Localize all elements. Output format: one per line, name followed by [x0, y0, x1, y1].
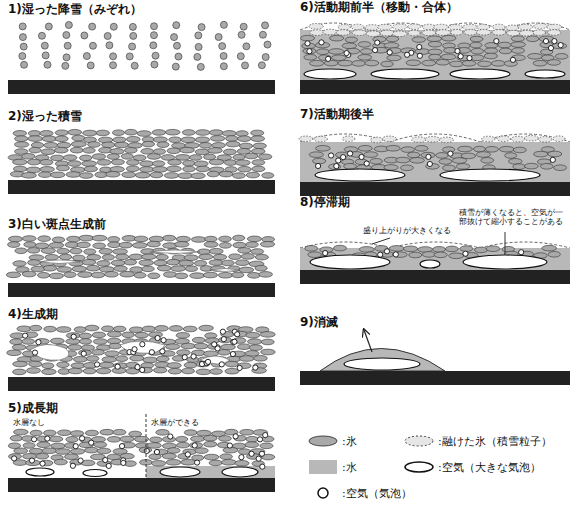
annotation: 積雪が薄くなると、空気が一部抜けて縮小することがある [458, 208, 568, 226]
legend-swatch [306, 484, 340, 502]
white-spot [210, 269, 240, 272]
ice-particles [309, 23, 562, 36]
legend-text: :氷 [342, 434, 357, 449]
large-air-bubble [371, 69, 439, 79]
ice-particles [8, 129, 274, 178]
legend-swatch [306, 458, 340, 476]
ground [300, 182, 570, 196]
ice-particles [301, 35, 568, 66]
air-bubbles [12, 433, 268, 470]
white-spot [150, 250, 200, 254]
legend-swatch [402, 458, 436, 476]
ground [300, 270, 570, 284]
surface-bulge [390, 134, 480, 142]
stage-title: 5)成長期 [8, 402, 58, 416]
ground [8, 283, 275, 297]
legend-item: :空気（大きな気泡） [402, 458, 541, 476]
air-bubbles [23, 329, 258, 372]
large-air-bubble [26, 468, 54, 476]
legend-text: :融けた氷（積雪粒子） [438, 434, 552, 449]
annotation: 水層ができる [150, 418, 200, 427]
ice-particles [6, 235, 274, 278]
leader-line [505, 232, 506, 254]
legend-item: :空気（気泡） [306, 484, 412, 502]
ice-particles [309, 145, 566, 170]
surface-bulge [300, 23, 368, 30]
stage-title: 1)湿った降雪（みぞれ） [8, 3, 142, 17]
legend-text: :空気（大きな気泡） [438, 460, 541, 475]
large-air-bubble [304, 69, 356, 79]
annotation: 盛り上がりが大きくなる [362, 226, 452, 235]
large-air-bubble [450, 69, 510, 79]
surface-bulge [503, 23, 571, 30]
large-air-bubble [83, 470, 107, 477]
air-bubbles [305, 38, 563, 62]
annotation: 水層なし [12, 418, 46, 427]
ice-particles [7, 325, 276, 374]
legend-item: :氷 [306, 432, 357, 450]
large-air-bubble [344, 358, 420, 370]
large-air-bubble [222, 467, 258, 477]
stage-title: 3)白い斑点生成前 [8, 218, 106, 232]
water-layer [300, 142, 570, 182]
legend-text: :空気（気泡） [342, 486, 412, 501]
ground [300, 371, 570, 385]
stage-title: 2)湿った積雪 [8, 110, 82, 124]
stage-title: 6)活動期前半（移動・合体） [300, 1, 458, 15]
ground [8, 80, 275, 94]
stage-title: 4)生成期 [8, 308, 58, 322]
sleet-particles [19, 21, 271, 70]
escape-arrow [364, 330, 372, 352]
legend-text: :水 [342, 460, 357, 475]
large-air-bubble [440, 169, 540, 181]
white-spot [30, 344, 69, 360]
air-bubbles [315, 151, 555, 169]
large-air-bubble [310, 255, 390, 269]
leader-line [372, 238, 390, 244]
surface-bulge [300, 134, 390, 142]
legend-item: :水 [306, 458, 357, 476]
legend-swatch [306, 432, 340, 450]
stage-title: 7)活動期後半 [300, 108, 374, 122]
water-layer [146, 466, 275, 478]
ice-particles [299, 135, 565, 142]
ground [8, 180, 275, 194]
large-air-bubble [525, 70, 565, 78]
ground [8, 377, 275, 391]
ground [300, 80, 570, 94]
large-air-bubble [420, 260, 440, 268]
surface-bulge [480, 134, 570, 142]
ground [8, 478, 275, 492]
large-air-bubble [463, 255, 547, 269]
large-air-bubble [160, 467, 200, 477]
stage-title: 8)停滞期 [300, 196, 350, 210]
water-layer [300, 30, 570, 80]
white-spot [40, 260, 80, 264]
legend-swatch [402, 432, 436, 450]
large-air-bubble [315, 169, 405, 181]
legend-item: :融けた氷（積雪粒子） [402, 432, 552, 450]
remaining-mound [320, 349, 445, 372]
ice-particles [8, 429, 274, 466]
stage-title: 9)消滅 [300, 316, 338, 330]
